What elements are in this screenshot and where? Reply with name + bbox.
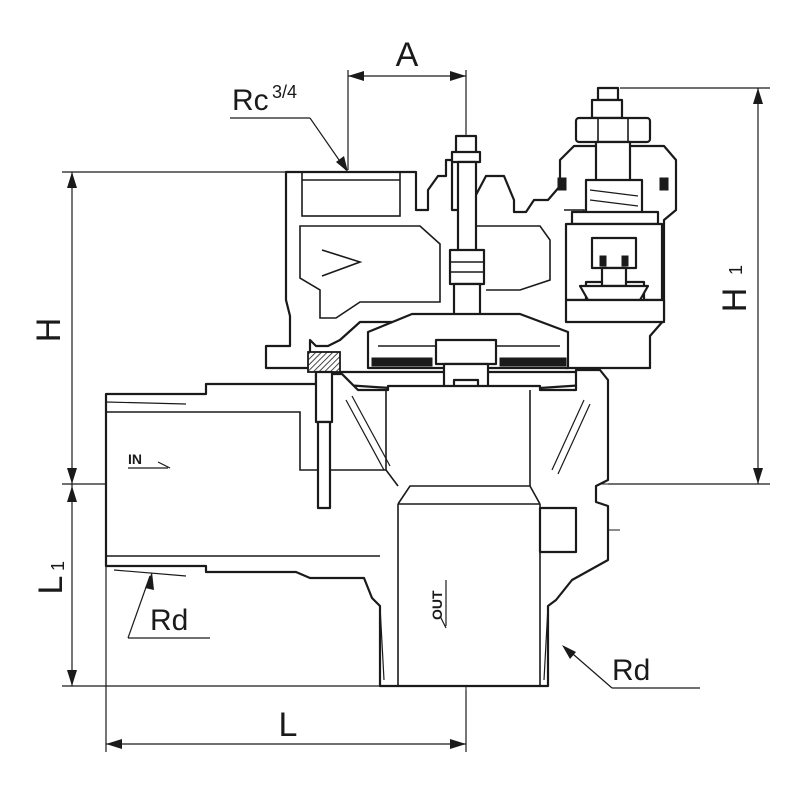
- rc-label: Rc: [232, 84, 269, 117]
- main-stem: [448, 134, 486, 350]
- dim-l1-subscript: 1: [48, 561, 68, 571]
- side-port-boss: [538, 506, 578, 554]
- dim-h1-label: H: [716, 288, 754, 313]
- dim-h-label: H: [30, 318, 68, 343]
- pilot-valve: [557, 86, 669, 324]
- stem-collar: [450, 150, 482, 164]
- pilot-tip: [596, 86, 620, 102]
- pilot-spring-holder: [584, 178, 644, 218]
- leader-rd-left: Rd: [127, 572, 210, 639]
- flow-out-label: OUT: [429, 590, 445, 620]
- rd-right-label: Rd: [612, 654, 650, 687]
- probe-knurled-head: [307, 351, 341, 373]
- pilot-locknut: [590, 98, 624, 120]
- pilot-disc: [570, 210, 660, 226]
- rc-bore: [301, 171, 401, 217]
- dim-l-label: L: [279, 706, 298, 744]
- dim-l1-label: L: [32, 576, 70, 595]
- dimension-l1: L 1: [32, 484, 380, 687]
- diaphragm-nut: [434, 338, 498, 366]
- dimension-h: H: [30, 171, 286, 485]
- main-body: [104, 368, 610, 688]
- dimension-a: A: [347, 36, 467, 170]
- stem-bushing: [448, 248, 486, 286]
- pilot-needle: [600, 266, 628, 288]
- pilot-seat: [590, 236, 638, 270]
- probe-body: [314, 370, 334, 424]
- leader-rd-right: Rd: [562, 645, 700, 689]
- dim-h1-subscript: 1: [726, 265, 746, 275]
- inner-passage: [299, 225, 441, 319]
- rd-left-label: Rd: [150, 604, 188, 637]
- dim-a-label: A: [396, 36, 419, 74]
- body-outline: [104, 368, 610, 688]
- sensing-probe: [307, 351, 341, 510]
- rc-size-label: 3/4: [272, 82, 297, 102]
- probe-tube: [316, 420, 332, 510]
- flow-in: IN: [128, 451, 171, 469]
- flow-out: OUT: [429, 580, 447, 629]
- inner-chamber: [472, 225, 551, 291]
- passage-wedge: [321, 249, 363, 277]
- pilot-housing-lower: [564, 298, 666, 324]
- pilot-base: [578, 284, 650, 302]
- pilot-adjust-nut: [574, 116, 652, 144]
- leader-rc: Rc 3/4: [230, 82, 348, 172]
- stem-shaft: [456, 160, 478, 260]
- dimension-h1: H 1: [608, 87, 770, 485]
- dimension-l: L: [105, 566, 467, 752]
- flow-in-label: IN: [128, 451, 142, 467]
